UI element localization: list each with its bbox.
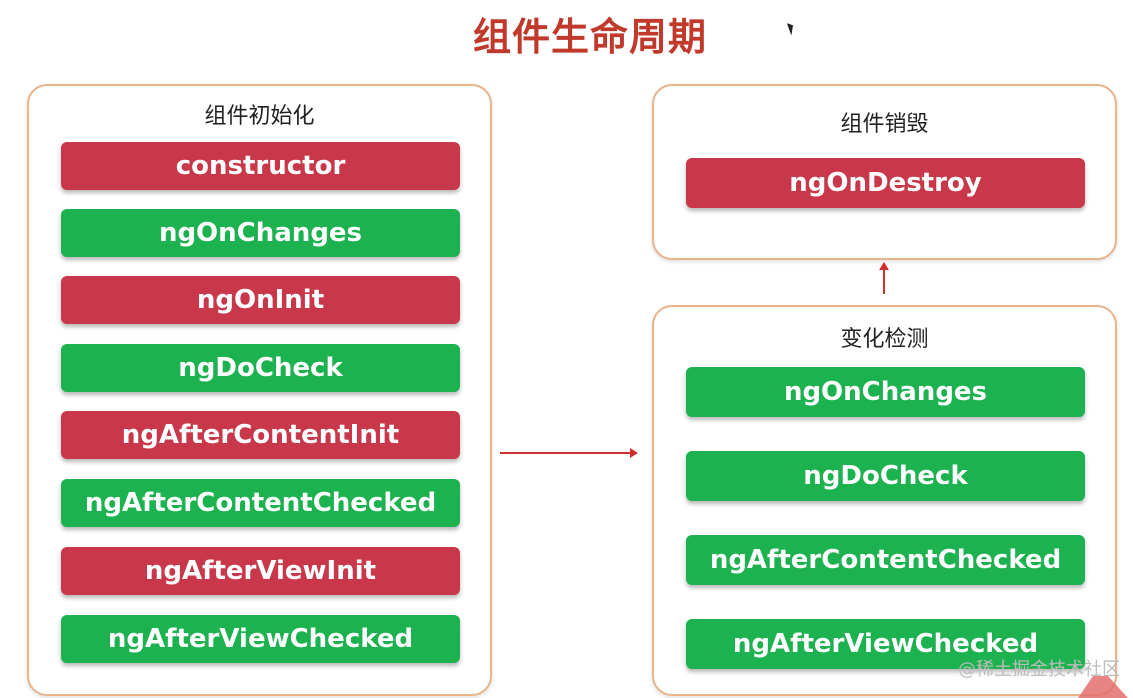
init-step-ngafterviewinit[interactable]: ngAfterViewInit bbox=[61, 547, 460, 595]
destroy-panel-title: 组件销毁 bbox=[840, 112, 929, 137]
change-detection-panel: 变化检测 ngOnChanges ngDoCheck ngAfterConten… bbox=[652, 305, 1117, 696]
change-step-ngaftercontentchecked[interactable]: ngAfterContentChecked bbox=[686, 535, 1085, 585]
init-panel: 组件初始化 constructor ngOnChanges ngOnInit n… bbox=[27, 84, 492, 696]
watermark: @稀土掘金技术社区 bbox=[958, 659, 1120, 680]
init-step-ngaftercontentinit[interactable]: ngAfterContentInit bbox=[61, 411, 460, 459]
init-step-ngafterviewchecked[interactable]: ngAfterViewChecked bbox=[61, 615, 460, 663]
init-step-ngonchanges[interactable]: ngOnChanges bbox=[61, 209, 460, 257]
change-step-ngdocheck[interactable]: ngDoCheck bbox=[686, 451, 1085, 501]
change-to-destroy-arrow bbox=[879, 262, 889, 294]
init-step-constructor[interactable]: constructor bbox=[61, 142, 460, 190]
init-panel-title: 组件初始化 bbox=[204, 104, 315, 129]
destroy-panel: 组件销毁 ngOnDestroy bbox=[652, 84, 1117, 260]
change-step-ngafterviewchecked[interactable]: ngAfterViewChecked bbox=[686, 619, 1085, 669]
init-step-ngaftercontentchecked[interactable]: ngAfterContentChecked bbox=[61, 479, 460, 527]
destroy-step-ngondestroy[interactable]: ngOnDestroy bbox=[686, 158, 1085, 208]
change-panel-title: 变化检测 bbox=[840, 327, 929, 352]
init-step-ngoninit[interactable]: ngOnInit bbox=[61, 276, 460, 324]
page-title: 组件生命周期 bbox=[472, 15, 707, 59]
change-step-ngonchanges[interactable]: ngOnChanges bbox=[686, 367, 1085, 417]
init-step-ngdocheck[interactable]: ngDoCheck bbox=[61, 344, 460, 392]
init-to-change-arrow bbox=[500, 448, 638, 458]
